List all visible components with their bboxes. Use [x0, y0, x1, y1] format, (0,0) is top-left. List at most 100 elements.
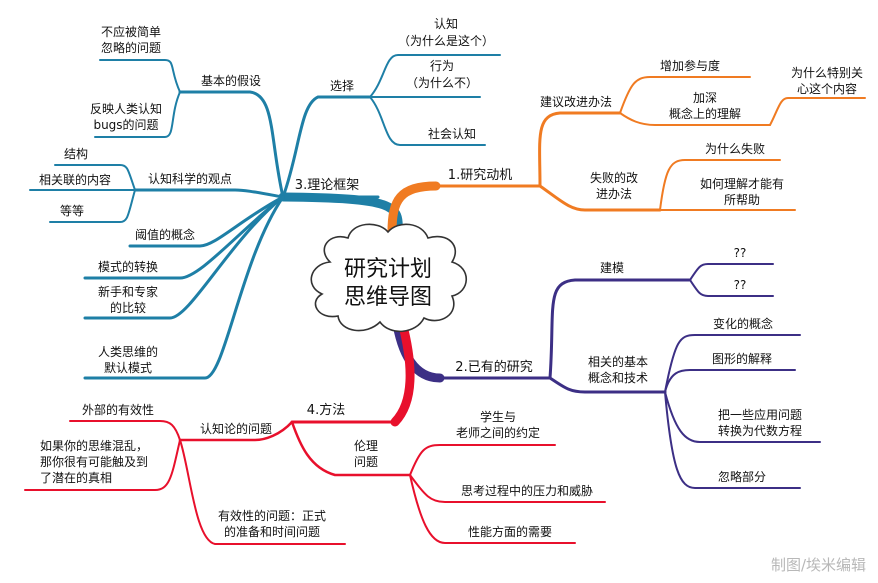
label-why-care-1: 为什么特别关: [791, 65, 863, 80]
connector-choice-cognition: [369, 54, 501, 98]
label-validity-1: 有效性的问题：正式: [218, 508, 326, 523]
connector-why-fail: [659, 159, 781, 211]
label-why-fail: 为什么失败: [705, 141, 765, 156]
label-engagement: 增加参与度: [660, 58, 720, 73]
central-title-line2: 思维导图: [344, 285, 432, 310]
connector-default-mode: [83, 195, 285, 380]
label-cognitive-science: 认知科学的观点: [148, 171, 232, 186]
connector-cog-etc: [49, 189, 136, 223]
label-behavior-1: 行为: [430, 59, 454, 73]
label-external-validity: 外部的有效性: [82, 402, 154, 417]
connector-performance: [409, 474, 576, 544]
connector-ignore: [664, 391, 801, 489]
connector-external-validity: [69, 420, 181, 441]
label-assumption-1a: 不应被简单: [101, 24, 161, 39]
label-structure: 结构: [64, 146, 88, 161]
connector-application: [664, 391, 821, 443]
branch4-title: 4.方法: [307, 402, 345, 418]
label-application-2: 转换为代数方程: [718, 423, 802, 438]
connector-novice-expert: [83, 195, 285, 320]
label-how-understand-1: 如何理解才能有: [700, 176, 784, 191]
label-failure-2: 进办法: [596, 186, 632, 201]
label-social-cognition: 社会认知: [428, 126, 476, 141]
connector-modeling: [548, 278, 692, 380]
cloud-shape: [310, 223, 468, 333]
branch1-title: 1.研究动机: [448, 168, 512, 183]
label-default-mode-2: 默认模式: [104, 360, 152, 375]
label-deepen-1: 加深: [693, 91, 717, 105]
connector-deepen: [619, 112, 771, 126]
connector-choice: [281, 95, 372, 199]
label-concepts-1: 相关的基本: [588, 354, 648, 369]
connector-failure: [538, 184, 662, 212]
branch4-trunk: [390, 317, 415, 427]
branch2-title: 2.已有的研究: [455, 359, 532, 375]
branch1-trunk: [387, 181, 441, 237]
branch4-labels: 4.方法 认知论的问题 外部的有效性 如果你的思维混乱， 那你很有可能触及到 了…: [40, 402, 593, 539]
label-confused-1: 如果你的思维混乱，: [40, 438, 148, 453]
connector-cognitive-science: [133, 188, 285, 199]
label-model-q2: ??: [734, 278, 747, 292]
label-application-1: 把一些应用问题: [718, 407, 802, 422]
label-change-concept: 变化的概念: [713, 316, 773, 331]
label-performance: 性能方面的需要: [468, 524, 552, 539]
connector-pressure: [409, 474, 606, 503]
connector-assumptions: [178, 90, 285, 199]
label-ethics-1: 伦理: [354, 438, 378, 453]
connector-model-q2: [689, 279, 774, 297]
watermark: 制图/埃米编辑: [771, 556, 866, 574]
label-concepts-2: 概念和技术: [588, 370, 648, 385]
connector-cog-structure: [54, 164, 136, 191]
connector-epistemology: [178, 420, 294, 442]
label-deepen-2: 概念上的理解: [669, 106, 741, 121]
label-model-q1: ??: [734, 246, 747, 260]
central-title-line1: 研究计划: [344, 257, 432, 282]
label-assumptions: 基本的假设: [201, 73, 261, 88]
label-pressure: 思考过程中的压力和威胁: [461, 483, 593, 498]
label-assumption-2a: 反映人类认知: [90, 102, 162, 116]
label-why-care-2: 心这个内容: [797, 81, 857, 96]
connector-engagement: [619, 76, 751, 114]
connector-concepts: [548, 376, 667, 394]
branch-theory-framework: [29, 54, 501, 380]
connector-ethics: [290, 420, 412, 477]
connector-suggestions: [538, 111, 622, 188]
label-etc: 等等: [60, 204, 84, 218]
label-cognition-1: 认知: [434, 17, 458, 31]
branch3-labels: 3.理论框架 选择 认知 （为什么是这个） 行为 （为什么不） 社会认知 基本的…: [39, 17, 494, 375]
label-assumption-1b: 忽略的问题: [101, 40, 161, 55]
label-confused-3: 了潜在的真相: [40, 470, 112, 485]
label-ethics-2: 问题: [354, 455, 378, 469]
label-assumption-2b: bugs的问题: [93, 117, 158, 132]
branch3-title: 3.理论框架: [295, 178, 359, 193]
branch2-labels: 2.已有的研究 建模 ?? ?? 相关的基本 概念和技术 变化的概念 图形的解释…: [455, 246, 802, 484]
branch-methods: [24, 317, 606, 545]
branch-research-motivation: [387, 76, 866, 237]
label-novice-expert-1: 新手和专家: [98, 284, 158, 299]
label-default-mode-1: 人类思维的: [98, 344, 158, 359]
branch1-labels: 1.研究动机 建议改进办法 增加参与度 加深 概念上的理解 为什么特别关 心这个…: [448, 58, 863, 207]
label-behavior-2: （为什么不）: [406, 76, 478, 90]
label-confused-2: 那你很有可能触及到: [40, 455, 148, 469]
connector-graph-interp: [664, 369, 796, 393]
label-cognition-2: （为什么是这个）: [398, 33, 494, 48]
connector-threshold: [128, 195, 285, 248]
label-graph-interp: 图形的解释: [712, 351, 772, 366]
label-threshold: 阈值的概念: [135, 227, 195, 242]
connector-change-concept: [664, 334, 801, 393]
label-agreement-2: 老师之间的约定: [456, 425, 540, 440]
connector-assumption-1: [99, 59, 181, 93]
connector-why-care: [769, 97, 866, 126]
label-choice: 选择: [330, 79, 354, 93]
central-topic: 研究计划 思维导图: [310, 223, 468, 333]
label-how-understand-2: 所帮助: [724, 193, 760, 207]
connector-model-q1: [689, 263, 774, 281]
label-agreement-1: 学生与: [480, 409, 516, 424]
label-failure-1: 失败的改: [590, 170, 638, 185]
label-novice-expert-2: 的比较: [110, 300, 146, 315]
label-epistemology: 认知论的问题: [200, 421, 272, 436]
connector-confused-thinking: [24, 439, 181, 491]
label-ignore: 忽略部分: [718, 469, 766, 484]
label-mode-switch: 模式的转换: [98, 259, 158, 274]
